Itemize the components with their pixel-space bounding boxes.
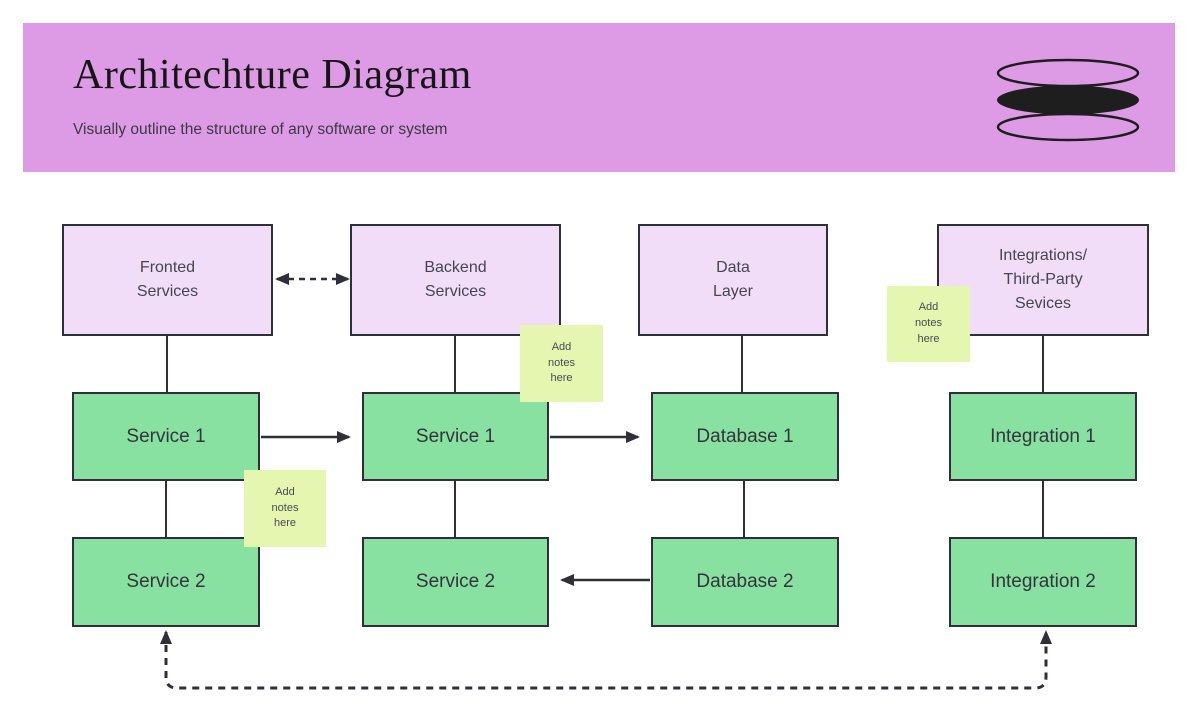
box-label: Service 1 — [126, 425, 206, 447]
box-service-1-fronted[interactable]: Service 1 — [72, 392, 260, 481]
stacked-ellipses-icon[interactable] — [993, 55, 1143, 145]
banner[interactable]: Architechture Diagram Visually outline t… — [23, 23, 1175, 172]
box-service-1-backend[interactable]: Service 1 — [362, 392, 549, 481]
box-integrations-third-party[interactable]: Integrations/ Third-Party Sevices — [937, 224, 1149, 336]
box-label: Data Layer — [712, 259, 754, 300]
sticky-note[interactable]: Add notes here — [520, 325, 603, 402]
box-service-2-fronted[interactable]: Service 2 — [72, 537, 260, 627]
page-title: Architechture Diagram — [73, 52, 472, 98]
box-data-layer[interactable]: Data Layer — [638, 224, 828, 336]
box-database-1[interactable]: Database 1 — [651, 392, 839, 481]
sticky-note[interactable]: Add notes here — [244, 470, 326, 547]
box-fronted-services[interactable]: Fronted Services — [62, 224, 273, 336]
sticky-note[interactable]: Add notes here — [887, 286, 970, 362]
box-label: Database 1 — [696, 425, 794, 447]
box-label: Service 1 — [415, 425, 496, 447]
edge-service2-integration2-dashed-arrow[interactable] — [160, 630, 1052, 690]
box-label: Integrations/ Third-Party Sevices — [998, 247, 1088, 312]
box-label: Integration 2 — [990, 571, 1096, 592]
box-service-2-backend[interactable]: Service 2 — [362, 537, 549, 627]
page-subtitle: Visually outline the structure of any so… — [73, 121, 448, 138]
sticky-note-text: Add notes here — [271, 485, 299, 530]
box-label: Backend Services — [424, 259, 487, 300]
box-label: Fronted Services — [136, 259, 199, 300]
box-integration-2[interactable]: Integration 2 — [949, 537, 1137, 627]
box-label: Database 2 — [696, 571, 794, 592]
box-label: Service 2 — [415, 571, 496, 592]
box-database-2[interactable]: Database 2 — [651, 537, 839, 627]
box-backend-services[interactable]: Backend Services — [350, 224, 561, 336]
box-integration-1[interactable]: Integration 1 — [949, 392, 1137, 481]
sticky-note-text: Add notes here — [548, 340, 575, 385]
box-label: Integration 1 — [990, 425, 1096, 447]
box-label: Service 2 — [126, 571, 206, 592]
sticky-note-text: Add notes here — [915, 301, 942, 345]
